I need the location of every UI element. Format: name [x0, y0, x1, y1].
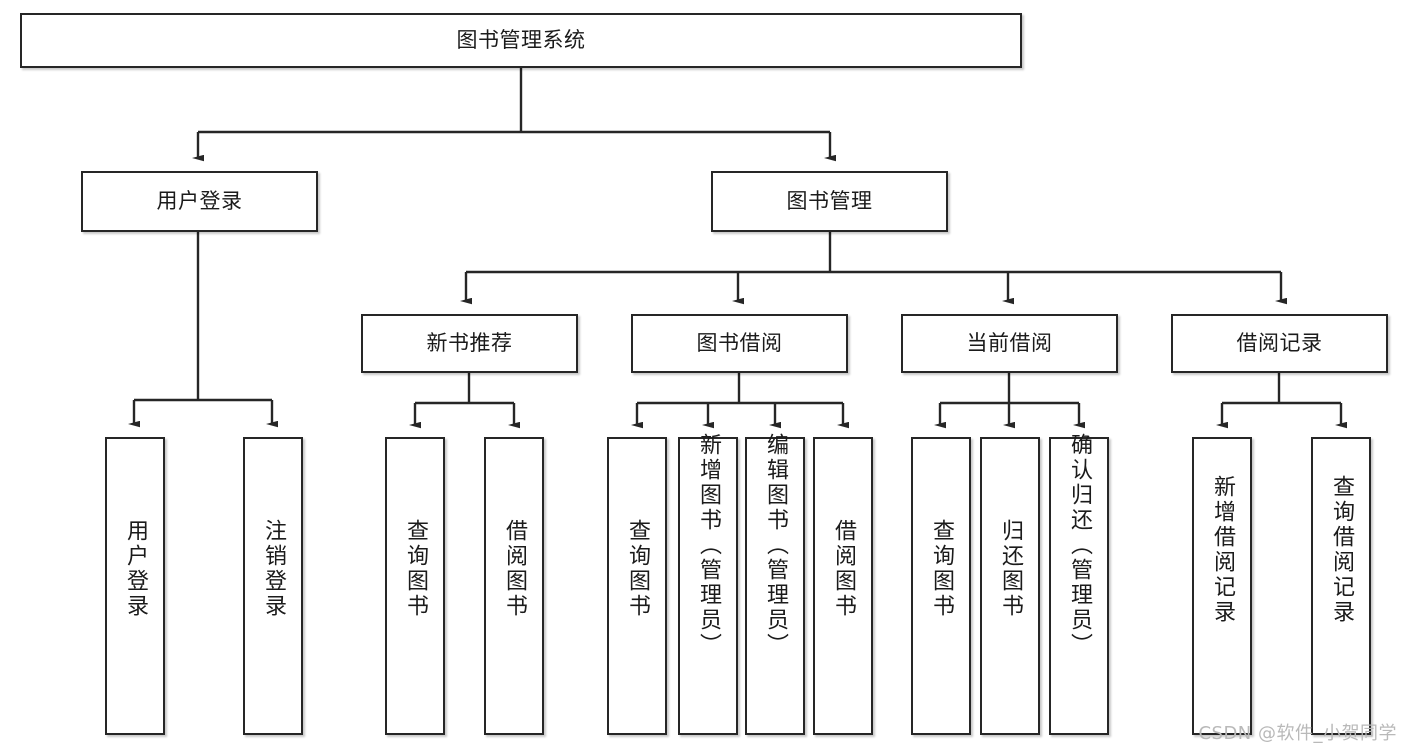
leaf-borrow-record-add[interactable]: 新增借阅记录: [1192, 437, 1252, 735]
node-book-management[interactable]: 图书管理: [711, 171, 948, 232]
leaf-user-login-login-label: 用户登录: [123, 519, 148, 619]
leaf-borrow-record-query-label: 查询借阅记录: [1329, 475, 1354, 625]
node-current-borrow[interactable]: 当前借阅: [901, 314, 1118, 373]
watermark: CSDN @软件_小贺同学: [1198, 723, 1397, 744]
leaf-book-borrow-edit[interactable]: 编辑图书（管理员）: [745, 433, 805, 735]
leaf-current-borrow-confirm-label: 确认归还（管理员）: [1067, 433, 1092, 658]
leaf-book-borrow-add[interactable]: 新增图书（管理员）: [678, 433, 738, 735]
leaf-current-borrow-return-label: 归还图书: [998, 519, 1023, 619]
leaf-borrow-record-add-label: 新增借阅记录: [1210, 475, 1235, 625]
node-borrow-record[interactable]: 借阅记录: [1171, 314, 1388, 373]
leaf-book-borrow-edit-label: 编辑图书（管理员）: [763, 433, 788, 658]
leaf-new-books-query[interactable]: 查询图书: [385, 437, 445, 735]
leaf-book-borrow-borrow[interactable]: 借阅图书: [813, 437, 873, 735]
leaf-current-borrow-return[interactable]: 归还图书: [980, 437, 1040, 735]
leaf-book-borrow-borrow-label: 借阅图书: [831, 519, 856, 619]
leaf-current-borrow-query-label: 查询图书: [929, 519, 954, 619]
leaf-user-login-logout-label: 注销登录: [261, 519, 286, 619]
leaf-borrow-record-query[interactable]: 查询借阅记录: [1311, 437, 1371, 735]
node-book-management-label: 图书管理: [786, 189, 873, 214]
leaf-current-borrow-query[interactable]: 查询图书: [911, 437, 971, 735]
leaf-book-borrow-query-label: 查询图书: [625, 519, 650, 619]
leaf-user-login-logout[interactable]: 注销登录: [243, 437, 303, 735]
node-user-login-label: 用户登录: [156, 189, 243, 214]
leaf-new-books-borrow[interactable]: 借阅图书: [484, 437, 544, 735]
node-new-book-recommend[interactable]: 新书推荐: [361, 314, 578, 373]
node-user-login[interactable]: 用户登录: [81, 171, 318, 232]
node-root[interactable]: 图书管理系统: [20, 13, 1022, 68]
node-book-borrow-label: 图书借阅: [696, 331, 783, 356]
leaf-new-books-borrow-label: 借阅图书: [502, 519, 527, 619]
leaf-current-borrow-confirm[interactable]: 确认归还（管理员）: [1049, 433, 1109, 735]
node-new-book-recommend-label: 新书推荐: [426, 331, 513, 356]
node-book-borrow[interactable]: 图书借阅: [631, 314, 848, 373]
leaf-user-login-login[interactable]: 用户登录: [105, 437, 165, 735]
node-current-borrow-label: 当前借阅: [966, 331, 1053, 356]
leaf-book-borrow-add-label: 新增图书（管理员）: [696, 433, 721, 658]
leaf-new-books-query-label: 查询图书: [403, 519, 428, 619]
node-borrow-record-label: 借阅记录: [1236, 331, 1323, 356]
leaf-book-borrow-query[interactable]: 查询图书: [607, 437, 667, 735]
node-root-label: 图书管理系统: [456, 28, 586, 53]
